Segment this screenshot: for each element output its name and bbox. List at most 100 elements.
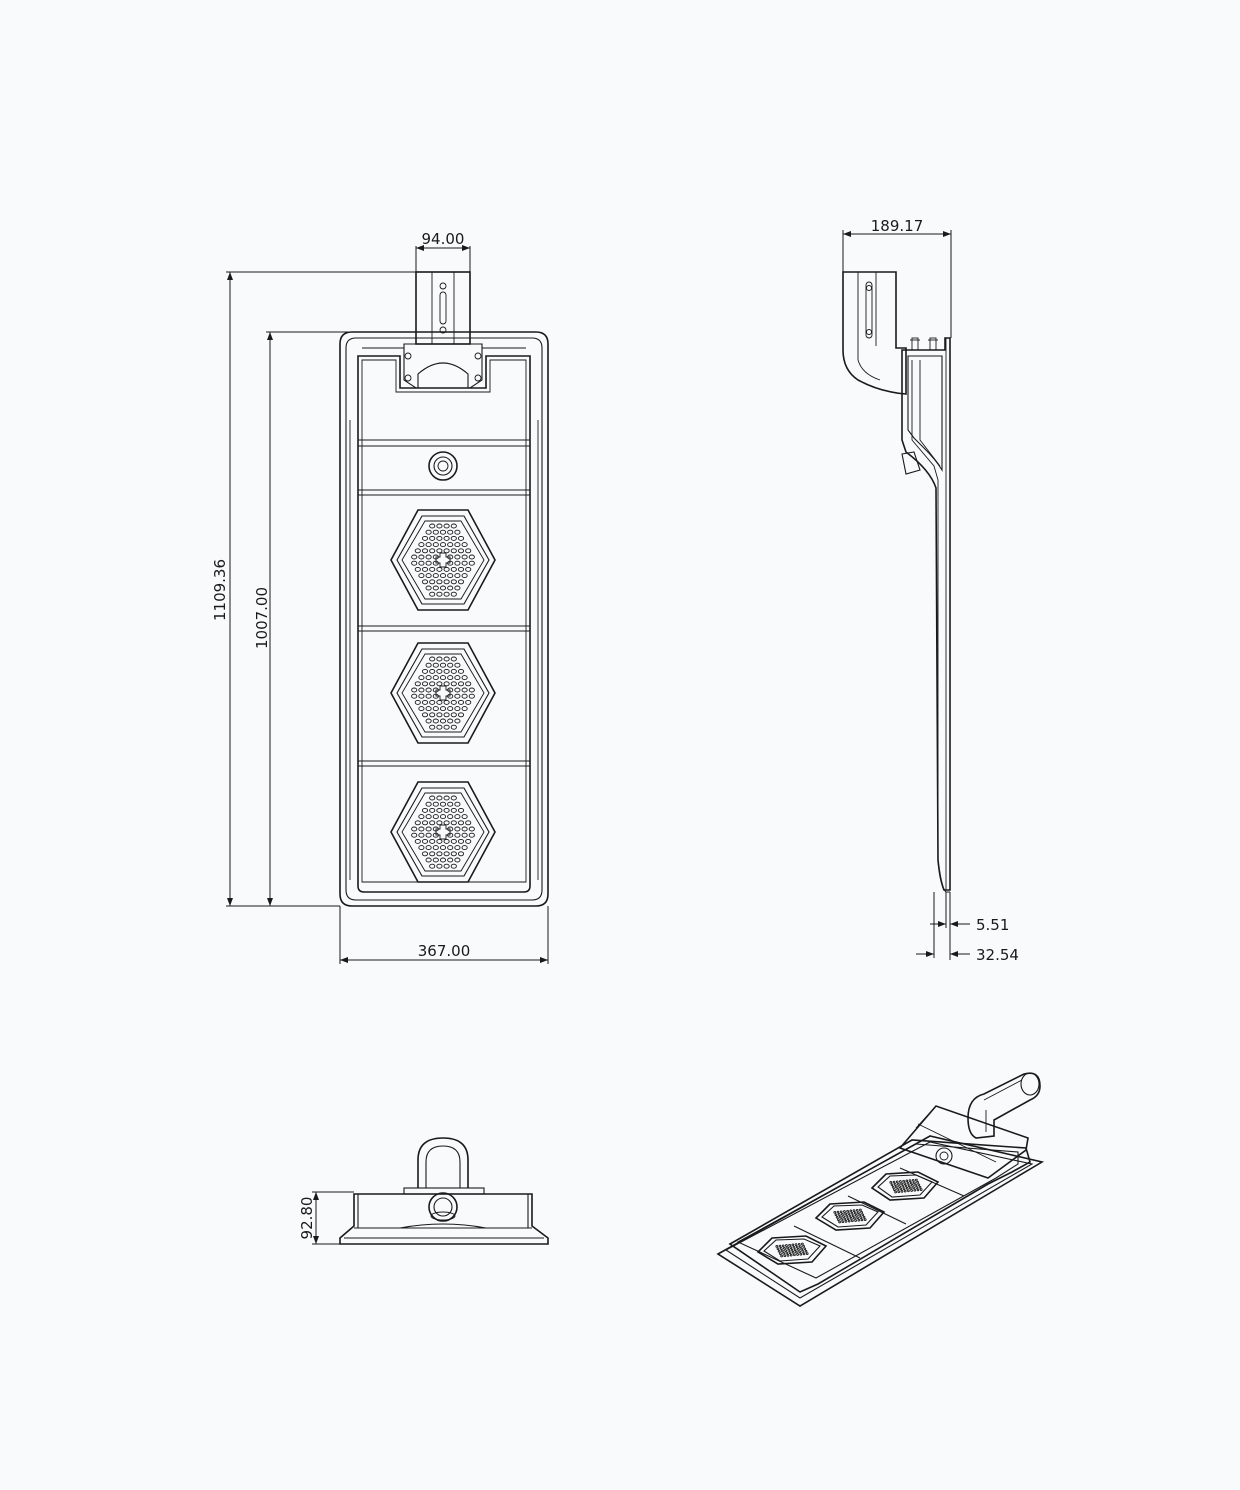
iso-led-chip	[795, 1250, 798, 1254]
iso-led-chip	[907, 1184, 911, 1188]
iso-led-chip	[903, 1189, 907, 1193]
iso-led-chip	[895, 1185, 898, 1189]
iso-led-chip	[805, 1252, 809, 1255]
dim-body-thickness: 32.54	[916, 892, 1019, 964]
dim-label-367: 367.00	[418, 942, 471, 960]
iso-led-chip	[852, 1209, 856, 1212]
iso-led-chip	[907, 1189, 910, 1193]
iso-led-chip	[785, 1244, 788, 1247]
iso-led-chip	[901, 1184, 905, 1188]
dim-label-32-54: 32.54	[976, 946, 1019, 964]
iso-led-chip	[915, 1186, 919, 1189]
iso-led-chip	[906, 1181, 910, 1185]
iso-led-chip	[894, 1190, 897, 1194]
iso-led-chip	[801, 1250, 805, 1253]
iso-led-chip	[913, 1188, 917, 1192]
iso-led-chip	[849, 1217, 853, 1220]
dim-bracket-width: 94.00	[415, 230, 471, 272]
iso-led-chip	[797, 1242, 801, 1246]
dim-panel-thickness: 5.51	[930, 892, 1009, 960]
iso-led-chip	[898, 1185, 901, 1188]
iso-led-chip	[902, 1179, 905, 1183]
iso-led-chip	[905, 1179, 909, 1183]
iso-led-chip	[782, 1251, 785, 1255]
mounting-bracket	[403, 271, 483, 389]
iso-led-chip	[788, 1243, 791, 1247]
iso-led-chip	[862, 1215, 866, 1219]
iso-led-chip	[911, 1178, 915, 1182]
iso-led-chip	[905, 1187, 909, 1190]
iso-led-chip	[851, 1214, 855, 1218]
iso-led-chip	[908, 1179, 912, 1182]
dim-depth: 189.17	[842, 217, 952, 338]
iso-led-chip	[917, 1183, 921, 1187]
iso-led-chip	[913, 1181, 916, 1185]
iso-led-chip	[799, 1252, 803, 1256]
dim-label-5-51: 5.51	[976, 916, 1009, 934]
iso-led-chip	[785, 1251, 789, 1255]
iso-led-chip	[853, 1211, 857, 1215]
iso-led-chip	[793, 1253, 796, 1257]
iso-led-chip	[909, 1186, 912, 1190]
iso-led-chip	[895, 1180, 899, 1184]
dim-label-1007: 1007.00	[253, 587, 271, 649]
iso-led-chip	[777, 1249, 781, 1253]
iso-led-chip	[854, 1219, 857, 1222]
iso-led-chip	[853, 1216, 856, 1220]
iso-led-chip	[836, 1210, 840, 1214]
iso-led-chip	[845, 1214, 849, 1218]
iso-led-chip	[904, 1184, 908, 1188]
iso-led-chip	[855, 1208, 859, 1212]
iso-led-chip	[786, 1254, 790, 1257]
iso-led-chip	[779, 1247, 783, 1250]
iso-led-chip	[775, 1245, 779, 1248]
dim-total-height: 1109.36	[211, 271, 416, 907]
iso-led-chip	[833, 1211, 837, 1214]
dim-label-1109: 1109.36	[211, 559, 229, 621]
iso-led-chip	[893, 1183, 897, 1186]
iso-led-chip	[916, 1181, 919, 1184]
iso-led-chip	[856, 1216, 859, 1220]
iso-led-chip	[897, 1190, 901, 1194]
iso-led-chip	[804, 1249, 808, 1253]
iso-led-chip	[857, 1211, 860, 1215]
iso-led-module-3	[870, 1171, 940, 1201]
iso-led-chip	[851, 1219, 854, 1223]
iso-led-chip	[849, 1209, 853, 1213]
iso-led-chip	[846, 1209, 849, 1213]
iso-led-chip	[840, 1217, 843, 1221]
front-view: 94.00 1109.36 1007.00 367.00	[211, 230, 549, 964]
iso-led-chip	[783, 1246, 786, 1250]
iso-led-chip	[900, 1182, 903, 1186]
iso-led-chip	[860, 1211, 863, 1214]
dim-end-height: 92.80	[298, 1191, 354, 1245]
iso-led-chip	[896, 1187, 899, 1191]
iso-led-chip	[889, 1181, 893, 1184]
lamp-body-front	[339, 331, 549, 907]
iso-led-chip	[914, 1183, 917, 1187]
iso-led-chip	[835, 1215, 839, 1219]
iso-led-module-2	[814, 1201, 886, 1231]
iso-led-chip	[837, 1213, 841, 1216]
iso-led-chip	[899, 1180, 902, 1183]
iso-led-chip	[793, 1248, 797, 1252]
iso-led-chip	[796, 1253, 799, 1256]
isometric-view	[716, 1072, 1045, 1307]
iso-led-chip	[838, 1220, 841, 1224]
iso-led-chip	[850, 1211, 854, 1215]
iso-led-chip	[916, 1188, 920, 1192]
iso-led-chip	[842, 1215, 845, 1218]
iso-led-chip	[778, 1244, 782, 1248]
iso-led-chip	[791, 1251, 795, 1254]
iso-led-chip	[863, 1218, 867, 1221]
iso-led-chip	[919, 1188, 923, 1191]
iso-led-chip	[900, 1190, 904, 1193]
dim-body-height: 1007.00	[253, 331, 352, 906]
iso-led-chip	[837, 1218, 840, 1221]
iso-led-chip	[834, 1213, 838, 1217]
iso-led-chip	[799, 1245, 802, 1249]
iso-led-chip	[779, 1252, 782, 1255]
iso-led-chip	[897, 1182, 900, 1186]
iso-led-chip	[797, 1248, 800, 1251]
